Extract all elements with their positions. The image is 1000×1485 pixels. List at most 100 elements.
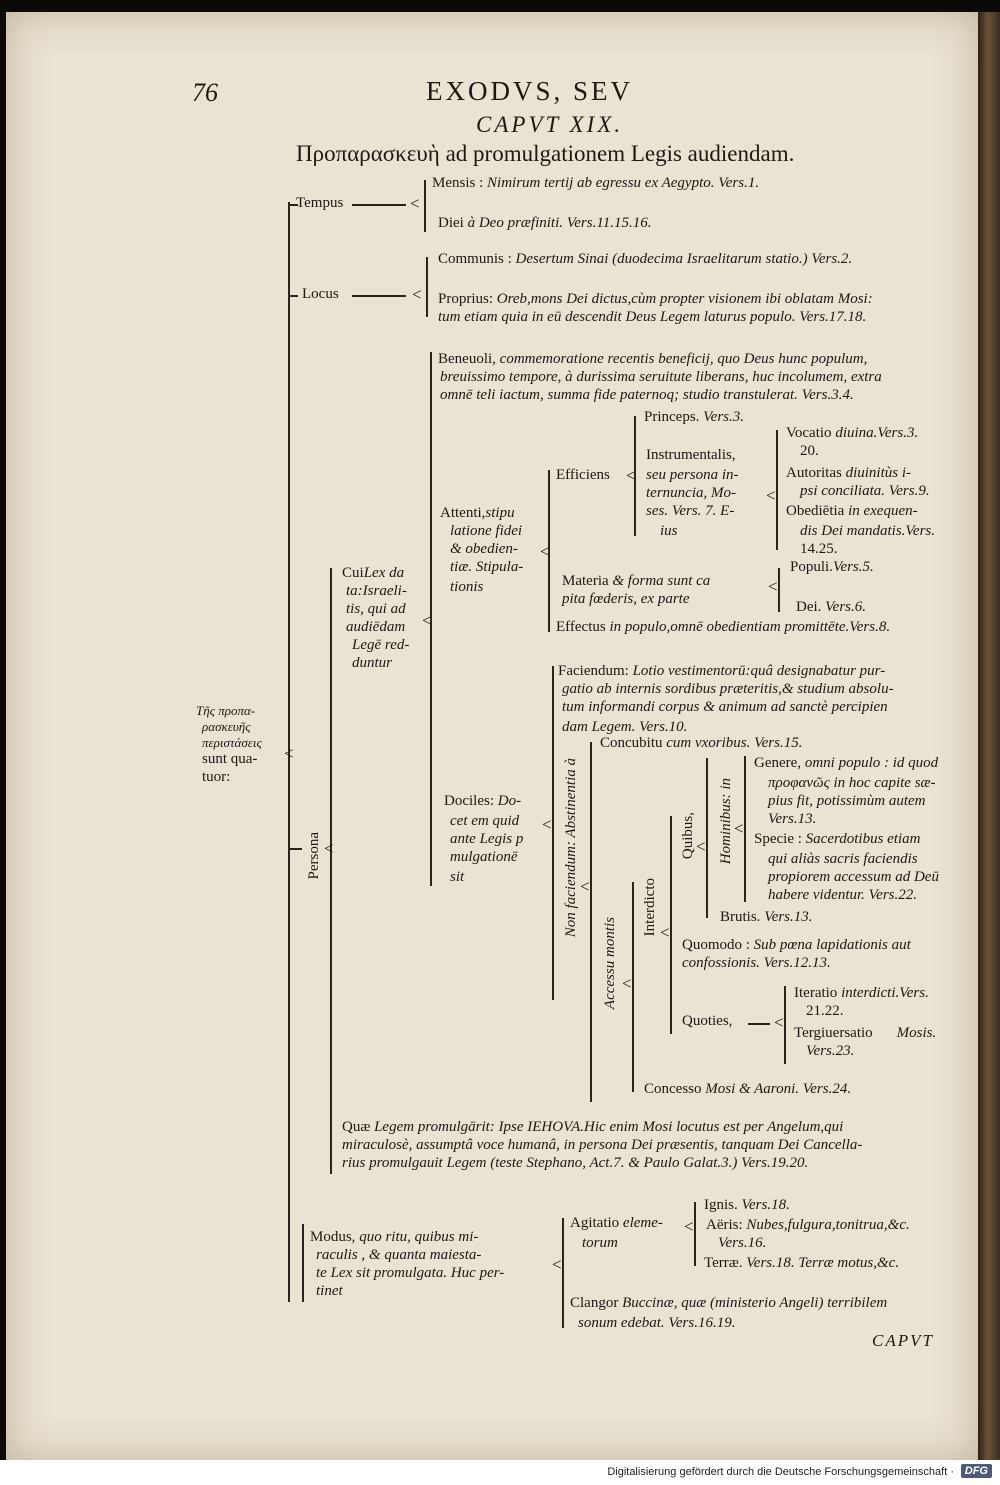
- quibus-label: Quibus,: [680, 812, 696, 860]
- iteratio: Iteratio interdicti.Vers.: [794, 985, 929, 1001]
- aeris-line2: Vers.16.: [718, 1235, 767, 1251]
- materia-line2: pita fœderis, ex parte: [562, 591, 690, 607]
- modus-line2: raculis , & quanta maiesta-: [316, 1247, 482, 1263]
- locus-bracket: [426, 257, 428, 317]
- agitatio-brace-point: <: [684, 1217, 694, 1236]
- tergiuersatio-line2: Vers.23.: [806, 1043, 855, 1059]
- cui-line3: tis, qui ad: [346, 601, 406, 617]
- tempus-label: Tempus: [296, 195, 344, 211]
- instrumentalis-line1: Instrumentalis,: [646, 447, 736, 463]
- quibus-bracket: [706, 758, 708, 918]
- tempus-mensis: Mensis : Nimirum tertij ab egressu ex Ae…: [432, 175, 760, 191]
- cui-line5: Legē red-: [352, 637, 410, 653]
- dociles-brace-point: <: [542, 815, 552, 834]
- faciendum-line1: Faciendum: Lotio vestimentorū:quâ design…: [558, 663, 886, 679]
- cui-line1: CuiLex da: [342, 565, 405, 581]
- locus-brace-point: <: [412, 285, 422, 304]
- catchword: CAPVT: [872, 1331, 934, 1350]
- instrumentalis-line5: ius: [660, 523, 678, 539]
- dei: Dei. Vers.6.: [796, 599, 867, 615]
- quoties-connector: [748, 1023, 770, 1025]
- instrumentalis-line4: ses. Vers. 7. E-: [646, 503, 735, 519]
- aeris: Aëris: Nubes,fulgura,tonitrua,&c.: [706, 1217, 910, 1233]
- materia-bracket: [778, 568, 780, 612]
- running-title: EXODVS, SEV: [426, 76, 634, 106]
- heading-latin: ad promulgationem Legis audiendam.: [439, 141, 795, 166]
- vocatio-line2: 20.: [800, 443, 819, 459]
- dfg-logo: DFG: [960, 1464, 992, 1478]
- clangor-line1: Clangor Buccinæ, quæ (ministerio Angeli)…: [570, 1295, 888, 1311]
- quomodo-line1: Quomodo : Sub pœna lapidationis aut: [682, 937, 911, 953]
- persona-brace-point: <: [324, 839, 334, 858]
- tempus-brace-point: <: [410, 194, 420, 213]
- locus-tick: [288, 295, 298, 297]
- efficiens-bracket: [634, 416, 636, 536]
- cui-line4: audiēdam: [346, 619, 406, 635]
- instrumentalis-brace-point: <: [766, 486, 776, 505]
- dociles-line1: Dociles: Do-: [444, 793, 522, 809]
- quibus-brace-point: <: [696, 837, 706, 856]
- effectus: Effectus in populo,omnē obedientiam prom…: [556, 619, 891, 635]
- cui-bracket: [430, 352, 432, 886]
- footer-credit: Digitalisierung gefördert durch die Deut…: [607, 1466, 954, 1478]
- attenti-line3: & obedien-: [450, 541, 518, 557]
- concesso: Concesso Mosi & Aaroni. Vers.24.: [644, 1081, 852, 1097]
- specie-line4: habere videntur. Vers.22.: [768, 887, 918, 903]
- cui-brace-point: <: [422, 611, 432, 630]
- genere-line2: προφανῶς in hoc capite sæ-: [768, 775, 936, 791]
- hominibus-label: Hominibus: in: [718, 778, 734, 865]
- page-number: 76: [192, 78, 218, 107]
- instrumentalis-line2: seu persona in-: [646, 467, 739, 483]
- book-binding-edge: [978, 12, 1000, 1460]
- materia-brace-point: <: [768, 577, 778, 596]
- genere-line1: Genere, omni populo : id quod: [754, 755, 939, 771]
- attenti-line5: tionis: [450, 579, 484, 595]
- attenti-line1: Attenti,stipu: [440, 505, 515, 521]
- faciendum-line4: dam Legem. Vers.10.: [562, 719, 688, 735]
- root-label-line4: sunt qua-: [202, 751, 258, 767]
- populi: Populi.Vers.5.: [790, 559, 874, 575]
- quoties-label: Quoties,: [682, 1013, 733, 1029]
- modus-line1: Modus, quo ritu, quibus mi-: [310, 1229, 479, 1245]
- attenti-bracket: [548, 470, 550, 632]
- digitization-footer: Digitalisierung gefördert durch die Deut…: [0, 1460, 1000, 1485]
- root-label-line1: Τῆς προπα-: [196, 703, 256, 718]
- princeps: Princeps. Vers.3.: [644, 409, 745, 425]
- ignis: Ignis. Vers.18.: [704, 1197, 790, 1213]
- accessu-bracket: [632, 882, 634, 1092]
- efficiens-label: Efficiens: [556, 467, 610, 483]
- obedientia-line3: 14.25.: [800, 541, 838, 557]
- beneuoli-line1: Beneuoli, commemoratione recentis benefi…: [438, 351, 868, 367]
- concubitu: Concubitu cum vxoribus. Vers.15.: [600, 735, 803, 751]
- agitatio-bracket: [694, 1202, 696, 1266]
- instrumentalis-bracket: [776, 430, 778, 550]
- modus-brace-point: <: [552, 1255, 562, 1274]
- quoties-bracket: [784, 986, 786, 1064]
- locus-connector: [352, 295, 406, 297]
- modus-line3: te Lex sit promulgata. Huc per-: [316, 1265, 505, 1281]
- modus-bracket: [562, 1218, 564, 1328]
- book-page: 76 EXODVS, SEV CAPVT XIX. Προπαρασκευὴ a…: [6, 12, 978, 1460]
- accessu-brace-point: <: [622, 974, 632, 993]
- non-faciendum-bracket: [590, 742, 592, 1102]
- tempus-bracket: [424, 180, 426, 232]
- dociles-line5: sit: [450, 869, 465, 885]
- attenti-line2: latione fidei: [450, 523, 523, 539]
- iteratio-line2: 21.22.: [806, 1003, 844, 1019]
- hominibus-bracket: [744, 756, 746, 902]
- faciendum-line2: gatio ab internis sordibus præteritis,& …: [562, 681, 894, 697]
- specie-line1: Specie : Sacerdotibus etiam: [754, 831, 921, 847]
- genere-line4: Vers.13.: [768, 811, 817, 827]
- agitatio-line2: torum: [582, 1235, 618, 1251]
- locus-label: Locus: [302, 286, 339, 302]
- persona-label: Persona: [306, 832, 322, 880]
- agitatio-line1: Agitatio eleme-: [570, 1215, 663, 1231]
- tempus-diei: Diei à Deo præfiniti. Vers.11.15.16.: [438, 215, 652, 231]
- main-brace-point: <: [284, 744, 294, 763]
- root-label-line5: tuor:: [202, 769, 231, 785]
- quae-line2: miraculosè, assumptâ voce humanâ, in per…: [342, 1137, 863, 1153]
- materia-line1: Materia & forma sunt ca: [562, 573, 711, 589]
- beneuoli-line3: omnē teli iactum, summa fide paternoq; s…: [440, 387, 854, 403]
- page-heading: Προπαρασκευὴ ad promulgationem Legis aud…: [296, 140, 794, 168]
